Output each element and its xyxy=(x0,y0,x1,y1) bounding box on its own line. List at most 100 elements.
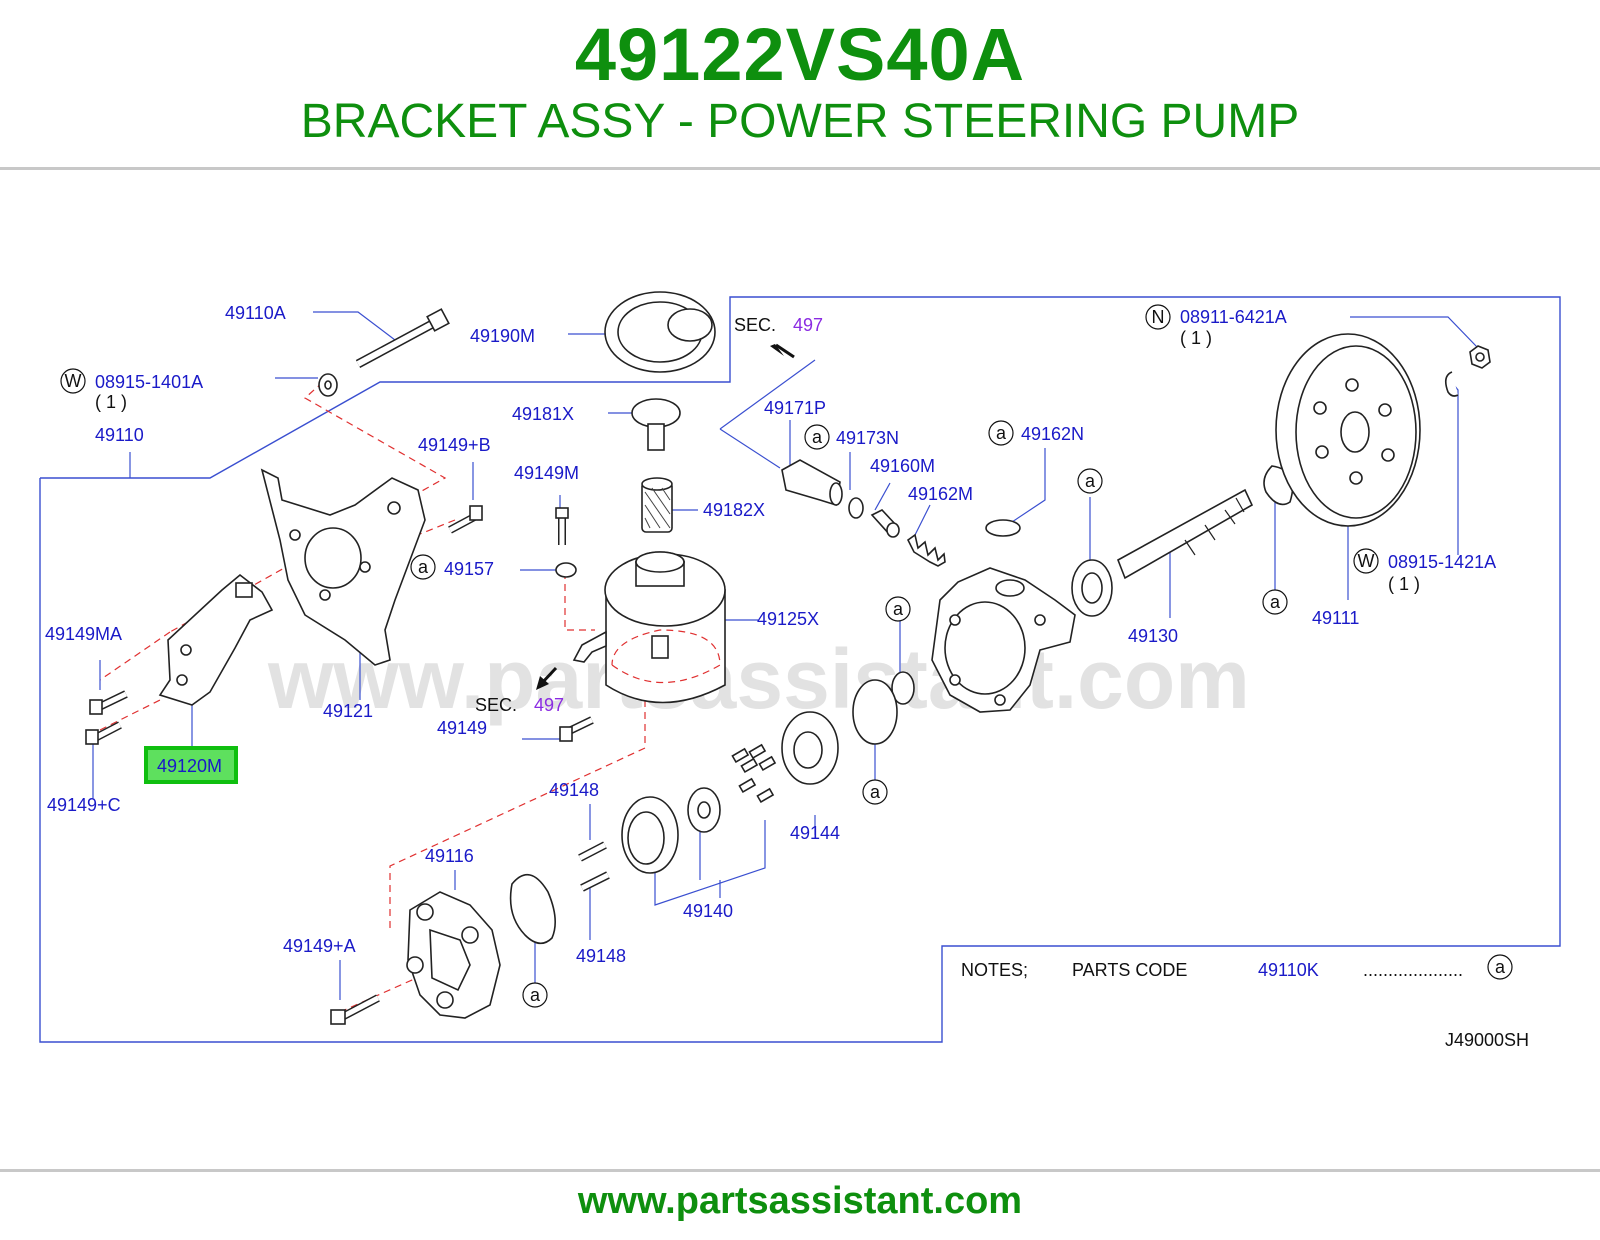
svg-text:a: a xyxy=(530,985,541,1005)
pressure-plate-part xyxy=(781,711,839,785)
part-label-49162n[interactable]: 49162N xyxy=(1021,424,1084,444)
rotor-part xyxy=(687,787,721,833)
part-label-49173n[interactable]: 49173N xyxy=(836,428,899,448)
vane-part xyxy=(731,743,777,804)
circle-marker-a: a xyxy=(885,596,911,622)
circle-marker-n: N xyxy=(1145,304,1171,330)
part-label-49148[interactable]: 49148 xyxy=(576,946,626,966)
guide-line xyxy=(339,971,431,1013)
part-label-49162m[interactable]: 49162M xyxy=(908,484,973,504)
part-label-49181x[interactable]: 49181X xyxy=(512,404,574,424)
part-label-49182x[interactable]: 49182X xyxy=(703,500,765,520)
reservoir-cap-part xyxy=(604,291,716,373)
reservoir-knob-part xyxy=(631,398,681,451)
part-label-49140[interactable]: 49140 xyxy=(683,901,733,921)
part-label-49190m[interactable]: 49190M xyxy=(470,326,535,346)
shaft-part xyxy=(1117,488,1254,580)
bracket-hole xyxy=(176,674,188,686)
bolt-part xyxy=(330,994,380,1025)
part-label-49110a[interactable]: 49110A xyxy=(225,303,286,323)
part-label-49125x[interactable]: 49125X xyxy=(757,609,819,629)
gasket-part xyxy=(509,874,556,945)
footer-link[interactable]: www.partsassistant.com xyxy=(577,1180,1023,1222)
snap-ring-part xyxy=(1444,371,1459,397)
part-label-49120m-highlighted[interactable]: 49120M xyxy=(157,756,222,776)
bracket-hole xyxy=(319,589,331,601)
quantity-label: ( 1 ) xyxy=(1180,328,1212,348)
diagram-code: J49000SH xyxy=(1445,1030,1529,1050)
fitting-part xyxy=(781,459,843,507)
bracket-hole xyxy=(387,501,401,515)
washer-part xyxy=(555,562,577,578)
svg-text:a: a xyxy=(893,599,904,619)
section-label: SEC. xyxy=(475,695,517,715)
part-label-49157[interactable]: 49157 xyxy=(444,559,494,579)
part-label-49110[interactable]: 49110 xyxy=(95,425,144,445)
bolt-part xyxy=(559,716,594,742)
svg-text:a: a xyxy=(1085,471,1096,491)
part-label-49144[interactable]: 49144 xyxy=(790,823,840,843)
long-bolt-part xyxy=(355,308,450,368)
bolt-part xyxy=(85,721,122,745)
part-label-49149c[interactable]: 49149+C xyxy=(47,795,121,815)
pump-cover-part xyxy=(406,891,501,1019)
part-label-08915-1421a[interactable]: 08915-1421A xyxy=(1388,552,1496,572)
section-number-link[interactable]: 497 xyxy=(534,695,564,715)
valve-part xyxy=(870,509,900,538)
circle-marker-a: a xyxy=(804,424,830,450)
leader-line xyxy=(914,504,931,536)
spring-part xyxy=(906,533,946,567)
part-label-49121[interactable]: 49121 xyxy=(323,701,373,721)
guide-line xyxy=(389,700,646,930)
section-number-link[interactable]: 497 xyxy=(793,315,823,335)
part-label-49160m[interactable]: 49160M xyxy=(870,456,935,476)
leader-line xyxy=(1350,316,1479,349)
part-label-49110k[interactable]: 49110K xyxy=(1258,960,1319,980)
leader-line xyxy=(874,482,891,511)
leader-line xyxy=(654,820,766,906)
assembly-frame xyxy=(39,296,1561,1043)
circle-marker-a: a xyxy=(1077,468,1103,494)
part-label-49171p[interactable]: 49171P xyxy=(764,398,826,418)
o-ring-part xyxy=(852,679,898,745)
bracket-hole xyxy=(359,561,371,573)
svg-text:a: a xyxy=(870,782,881,802)
part-label-49149m[interactable]: 49149M xyxy=(514,463,579,483)
part-label-49111[interactable]: 49111 xyxy=(1312,608,1359,628)
svg-text:a: a xyxy=(996,423,1007,443)
notes-label: NOTES; xyxy=(961,960,1028,980)
leader-line xyxy=(719,428,781,469)
watermark-text: www.partsassistant.com xyxy=(267,632,1250,726)
part-label-49149[interactable]: 49149 xyxy=(437,718,487,738)
highlighted-part-box[interactable] xyxy=(144,746,238,784)
arrow-icon xyxy=(536,676,549,690)
svg-text:W: W xyxy=(1358,551,1375,571)
o-ring-part xyxy=(985,519,1021,537)
dotted-leader: .................... xyxy=(1363,960,1463,980)
part-label-49149a[interactable]: 49149+A xyxy=(283,936,356,956)
circle-marker-a: a xyxy=(988,420,1014,446)
header-divider xyxy=(0,167,1600,170)
circle-marker-a: a xyxy=(862,779,888,805)
bolt-part xyxy=(448,505,483,534)
footer-divider xyxy=(0,1169,1600,1172)
svg-text:a: a xyxy=(1270,592,1281,612)
part-label-49148[interactable]: 49148 xyxy=(549,780,599,800)
part-label-08911-6421a[interactable]: 08911-6421A xyxy=(1180,307,1287,327)
svg-text:N: N xyxy=(1152,307,1165,327)
part-label-08915-1401a[interactable]: 08915-1401A xyxy=(95,372,203,392)
svg-text:W: W xyxy=(65,371,82,391)
nut-part xyxy=(1469,345,1491,369)
bracket-hole xyxy=(180,644,192,656)
part-label-49116[interactable]: 49116 xyxy=(425,846,474,866)
leader-line xyxy=(1011,448,1046,523)
circle-marker-w: W xyxy=(60,368,86,394)
part-label-49130[interactable]: 49130 xyxy=(1128,626,1178,646)
filter-part xyxy=(641,477,673,533)
part-label-49149b[interactable]: 49149+B xyxy=(418,435,491,455)
part-label-49149ma[interactable]: 49149MA xyxy=(45,624,122,644)
pump-housing-part xyxy=(931,567,1076,713)
bracket-hole xyxy=(304,527,362,589)
page-subtitle: BRACKET ASSY - POWER STEERING PUMP xyxy=(300,95,1300,148)
page-title: 49122VS40A xyxy=(574,13,1026,96)
